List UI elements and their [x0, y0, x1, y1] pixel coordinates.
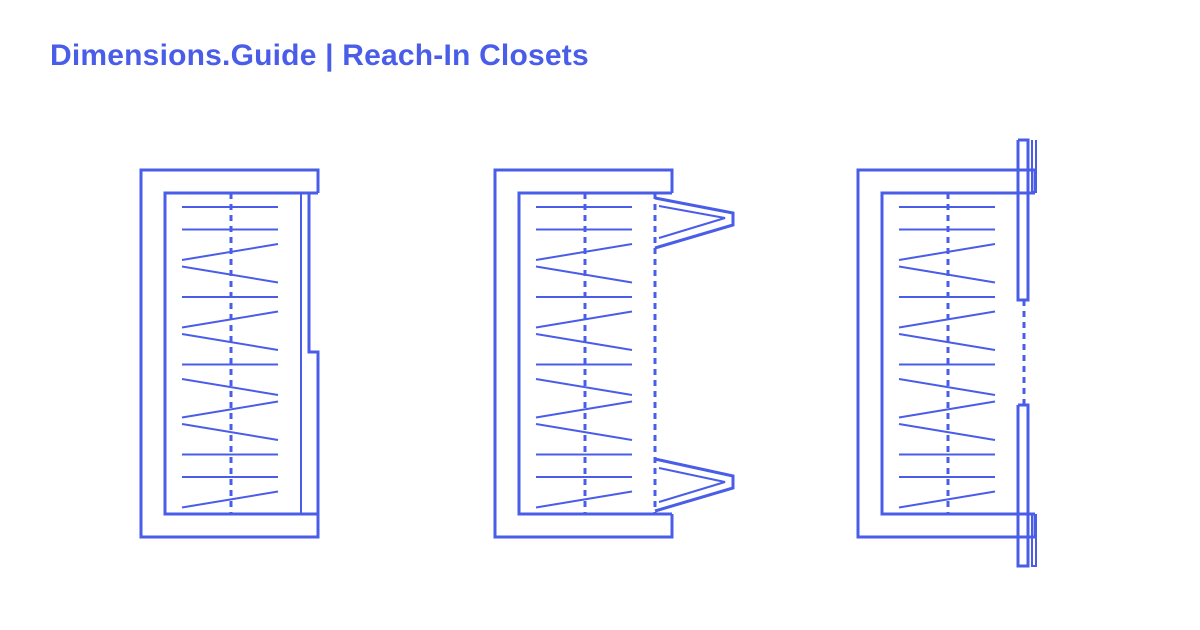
hanger-line — [898, 243, 996, 261]
hanger-line — [898, 400, 996, 419]
hanger-line — [181, 265, 279, 284]
wall-inner — [517, 191, 655, 516]
hanger-line — [898, 310, 996, 329]
page-title: Dimensions.Guide | Reach-In Closets — [50, 39, 589, 72]
bifold-door-top — [654, 196, 735, 250]
bifold-door-top-inner — [658, 205, 726, 239]
hanger-line — [181, 333, 279, 351]
bifold-door-bottom — [654, 457, 735, 513]
wall-inner — [163, 191, 301, 516]
closet-bifold-doors — [493, 168, 735, 539]
hanger-line — [898, 423, 996, 441]
hanger-line — [181, 378, 279, 396]
hanger-line — [181, 243, 279, 261]
hanger-line — [181, 310, 279, 329]
hanger-line — [535, 265, 633, 284]
closet-sliding-panel — [139, 168, 320, 539]
hanger-line — [535, 400, 633, 419]
hanger-line — [181, 490, 279, 509]
wall-inner — [880, 191, 1018, 516]
bypass-track-bottom — [1031, 514, 1037, 567]
hanger-line — [181, 423, 279, 441]
hanger-line — [898, 490, 996, 509]
sliding-panel — [307, 193, 320, 514]
hanger-line — [535, 378, 633, 396]
hanger-line — [181, 400, 279, 419]
hanger-line — [535, 310, 633, 329]
bypass-panel-top — [1016, 138, 1030, 302]
hanger-line — [535, 243, 633, 261]
hanger-line — [535, 423, 633, 441]
closet-bypass-doors — [856, 138, 1037, 568]
hanger-line — [535, 333, 633, 351]
hanger-line — [898, 378, 996, 396]
hanger-line — [898, 333, 996, 351]
bifold-door-bottom-inner — [658, 467, 726, 503]
hanger-line — [898, 265, 996, 284]
bypass-panel-bottom — [1016, 403, 1030, 568]
hanger-line — [535, 490, 633, 509]
wall-outer — [493, 168, 674, 539]
bypass-track-top — [1031, 140, 1037, 193]
wall-outer — [139, 168, 320, 539]
